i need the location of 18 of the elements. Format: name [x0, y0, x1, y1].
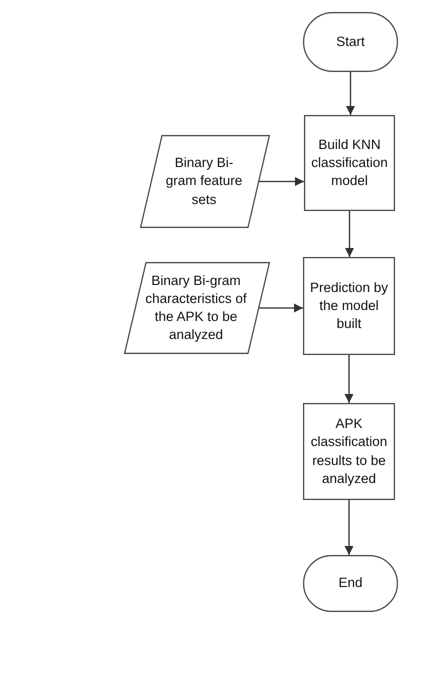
data-parallelogram: [140, 135, 270, 228]
process-box: [304, 115, 395, 211]
node-label: Prediction by the model built: [308, 278, 390, 334]
node-label: End: [338, 574, 363, 592]
arrow: [345, 211, 354, 257]
data-parallelogram: [124, 262, 270, 354]
arrow: [259, 177, 304, 186]
node-label: Start: [336, 32, 365, 51]
arrow: [346, 72, 355, 115]
node-label: Build KNN classification model: [310, 136, 389, 190]
arrow: [344, 500, 354, 555]
node-label: Binary Bi-gram feature sets: [164, 154, 244, 209]
node-label: APK classification results to be analyzed: [310, 415, 388, 488]
arrow: [344, 355, 354, 403]
arrow: [259, 304, 303, 312]
process-box: [303, 257, 395, 355]
node-label: Binary Bi-gram characteristics of the APK to be analyzed: [144, 272, 248, 344]
process-box: [303, 403, 395, 500]
